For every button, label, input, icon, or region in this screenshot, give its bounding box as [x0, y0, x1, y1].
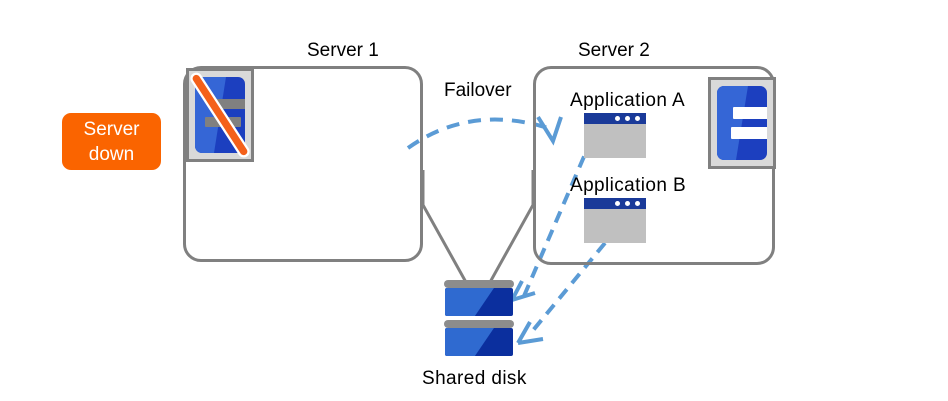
- app-b-to-disk-arrowhead: [516, 321, 544, 345]
- app-dot-2: [625, 201, 630, 206]
- app-dot-1: [615, 116, 620, 121]
- server-tower-down-icon: [186, 68, 254, 162]
- server-down-badge: Server down: [62, 113, 161, 170]
- server-tower-icon: [708, 77, 776, 169]
- app-titlebar: [584, 198, 646, 209]
- app-dot-3: [635, 201, 640, 206]
- shared-disk-icon: [444, 280, 514, 358]
- server2-title: Server 2: [578, 40, 650, 61]
- application-a-window-icon: [584, 113, 646, 158]
- badge-line-1: Server: [83, 118, 140, 140]
- disk-cap: [444, 280, 514, 288]
- failover-arrow-path: [406, 117, 549, 150]
- application-b-window-icon: [584, 198, 646, 243]
- disk-body: [445, 328, 513, 356]
- application-b-label: Application B: [570, 175, 687, 196]
- app-dot-2: [625, 116, 630, 121]
- server-bar-1: [733, 107, 767, 119]
- app-dot-3: [635, 116, 640, 121]
- failover-arrowhead: [536, 115, 563, 146]
- failover-label: Failover: [444, 80, 512, 101]
- server-tower-body: [717, 86, 767, 160]
- down-slash-icon: [190, 72, 250, 158]
- shared-disk-label: Shared disk: [422, 368, 527, 389]
- server-bar-2: [731, 127, 767, 139]
- app-titlebar: [584, 113, 646, 124]
- app-a-to-disk-arrowhead: [510, 280, 536, 302]
- app-a-to-disk-arrow-path: [522, 137, 594, 297]
- application-a-label: Application A: [570, 90, 686, 111]
- disk-cap: [444, 320, 514, 328]
- badge-line-2: down: [88, 143, 135, 165]
- app-dot-1: [615, 201, 620, 206]
- connector-line-server1-disk: [421, 170, 479, 303]
- server1-title: Server 1: [307, 40, 379, 61]
- disk-body: [445, 288, 513, 316]
- server-bar-1: [211, 99, 245, 109]
- server1-box: [183, 66, 423, 262]
